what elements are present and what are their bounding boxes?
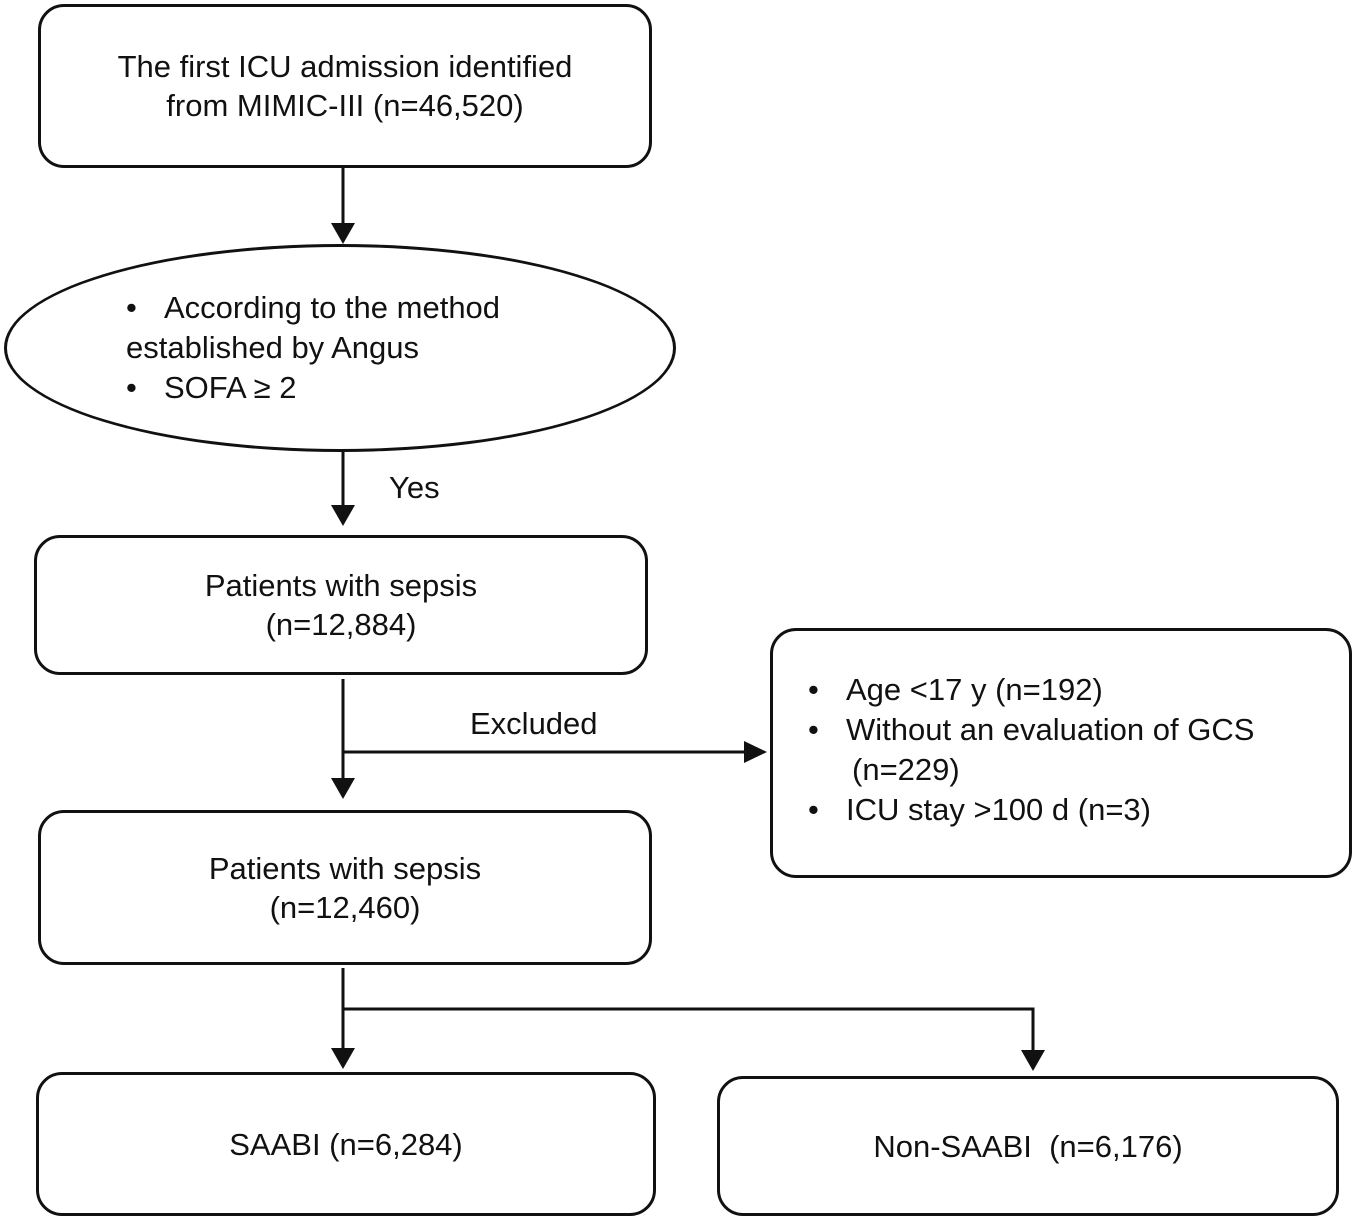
sepsis-patients-box: Patients with sepsis (n=12,884) xyxy=(34,535,648,675)
yes-label: Yes xyxy=(389,470,440,505)
bullet-glyph: • xyxy=(808,792,819,827)
exclusion-icu-stay-text: ICU stay >100 d (n=3) xyxy=(846,792,1151,827)
saabi-box: SAABI (n=6,284) xyxy=(36,1072,656,1216)
final-sepsis-line-2: (n=12,460) xyxy=(269,889,421,925)
excluded-label: Excluded xyxy=(470,706,598,741)
non-saabi-box: Non-SAABI (n=6,176) xyxy=(717,1076,1339,1216)
exclusion-age-text: Age <17 y (n=192) xyxy=(846,672,1103,707)
exclusion-gcs-line-1: Without an evaluation of GCS xyxy=(846,712,1255,747)
saabi-label: SAABI (n=6,284) xyxy=(229,1126,463,1162)
arrow-to-non-saabi xyxy=(343,1007,1035,1060)
mimic-line-2: from MIMIC-III (n=46,520) xyxy=(166,88,524,123)
criteria-list: • According to the method established by… xyxy=(126,288,626,408)
non-saabi-label: Non-SAABI (n=6,176) xyxy=(873,1128,1183,1164)
final-sepsis-cohort-box: Patients with sepsis (n=12,460) xyxy=(38,810,652,965)
bullet-glyph: • xyxy=(808,712,819,747)
final-sepsis-line-1: Patients with sepsis xyxy=(208,850,482,886)
arrowhead-non-saabi xyxy=(1021,1050,1045,1071)
exclusion-item-icu-stay: • ICU stay >100 d (n=3) xyxy=(808,790,1328,830)
criteria-item-angus: • According to the method xyxy=(126,288,626,328)
exclusion-box xyxy=(770,628,1352,878)
arrowhead-sepsis xyxy=(331,505,355,526)
criteria-item-sofa: • SOFA ≥ 2 xyxy=(126,368,626,408)
sepsis-line-2: (n=12,884) xyxy=(265,607,417,642)
exclusion-item-gcs-cont: (n=229) xyxy=(808,750,1328,790)
bullet-glyph: • xyxy=(808,672,819,707)
mimic-admission-box: The first ICU admission identified from … xyxy=(38,4,652,168)
criteria-angus-line-2: established by Angus xyxy=(126,330,419,365)
arrowhead-excluded xyxy=(744,741,767,763)
criteria-sofa-text: SOFA ≥ 2 xyxy=(164,370,297,405)
bullet-glyph: • xyxy=(126,370,137,405)
exclusion-item-age: • Age <17 y (n=192) xyxy=(808,670,1328,710)
exclusion-item-gcs: • Without an evaluation of GCS xyxy=(808,710,1328,750)
mimic-line-1: The first ICU admission identified xyxy=(117,49,573,84)
arrowhead-sepsis-final xyxy=(331,778,355,799)
bullet-glyph: • xyxy=(126,290,137,325)
arrowhead-criteria xyxy=(331,223,355,244)
exclusion-gcs-line-2: (n=229) xyxy=(852,752,960,787)
criteria-angus-line-1: According to the method xyxy=(164,290,501,325)
arrowhead-saabi xyxy=(331,1048,355,1069)
sepsis-criteria-ellipse xyxy=(4,244,676,452)
sepsis-line-1: Patients with sepsis xyxy=(204,568,478,603)
exclusion-list: • Age <17 y (n=192) • Without an evaluat… xyxy=(808,670,1328,830)
criteria-item-angus-cont: established by Angus xyxy=(126,328,626,368)
